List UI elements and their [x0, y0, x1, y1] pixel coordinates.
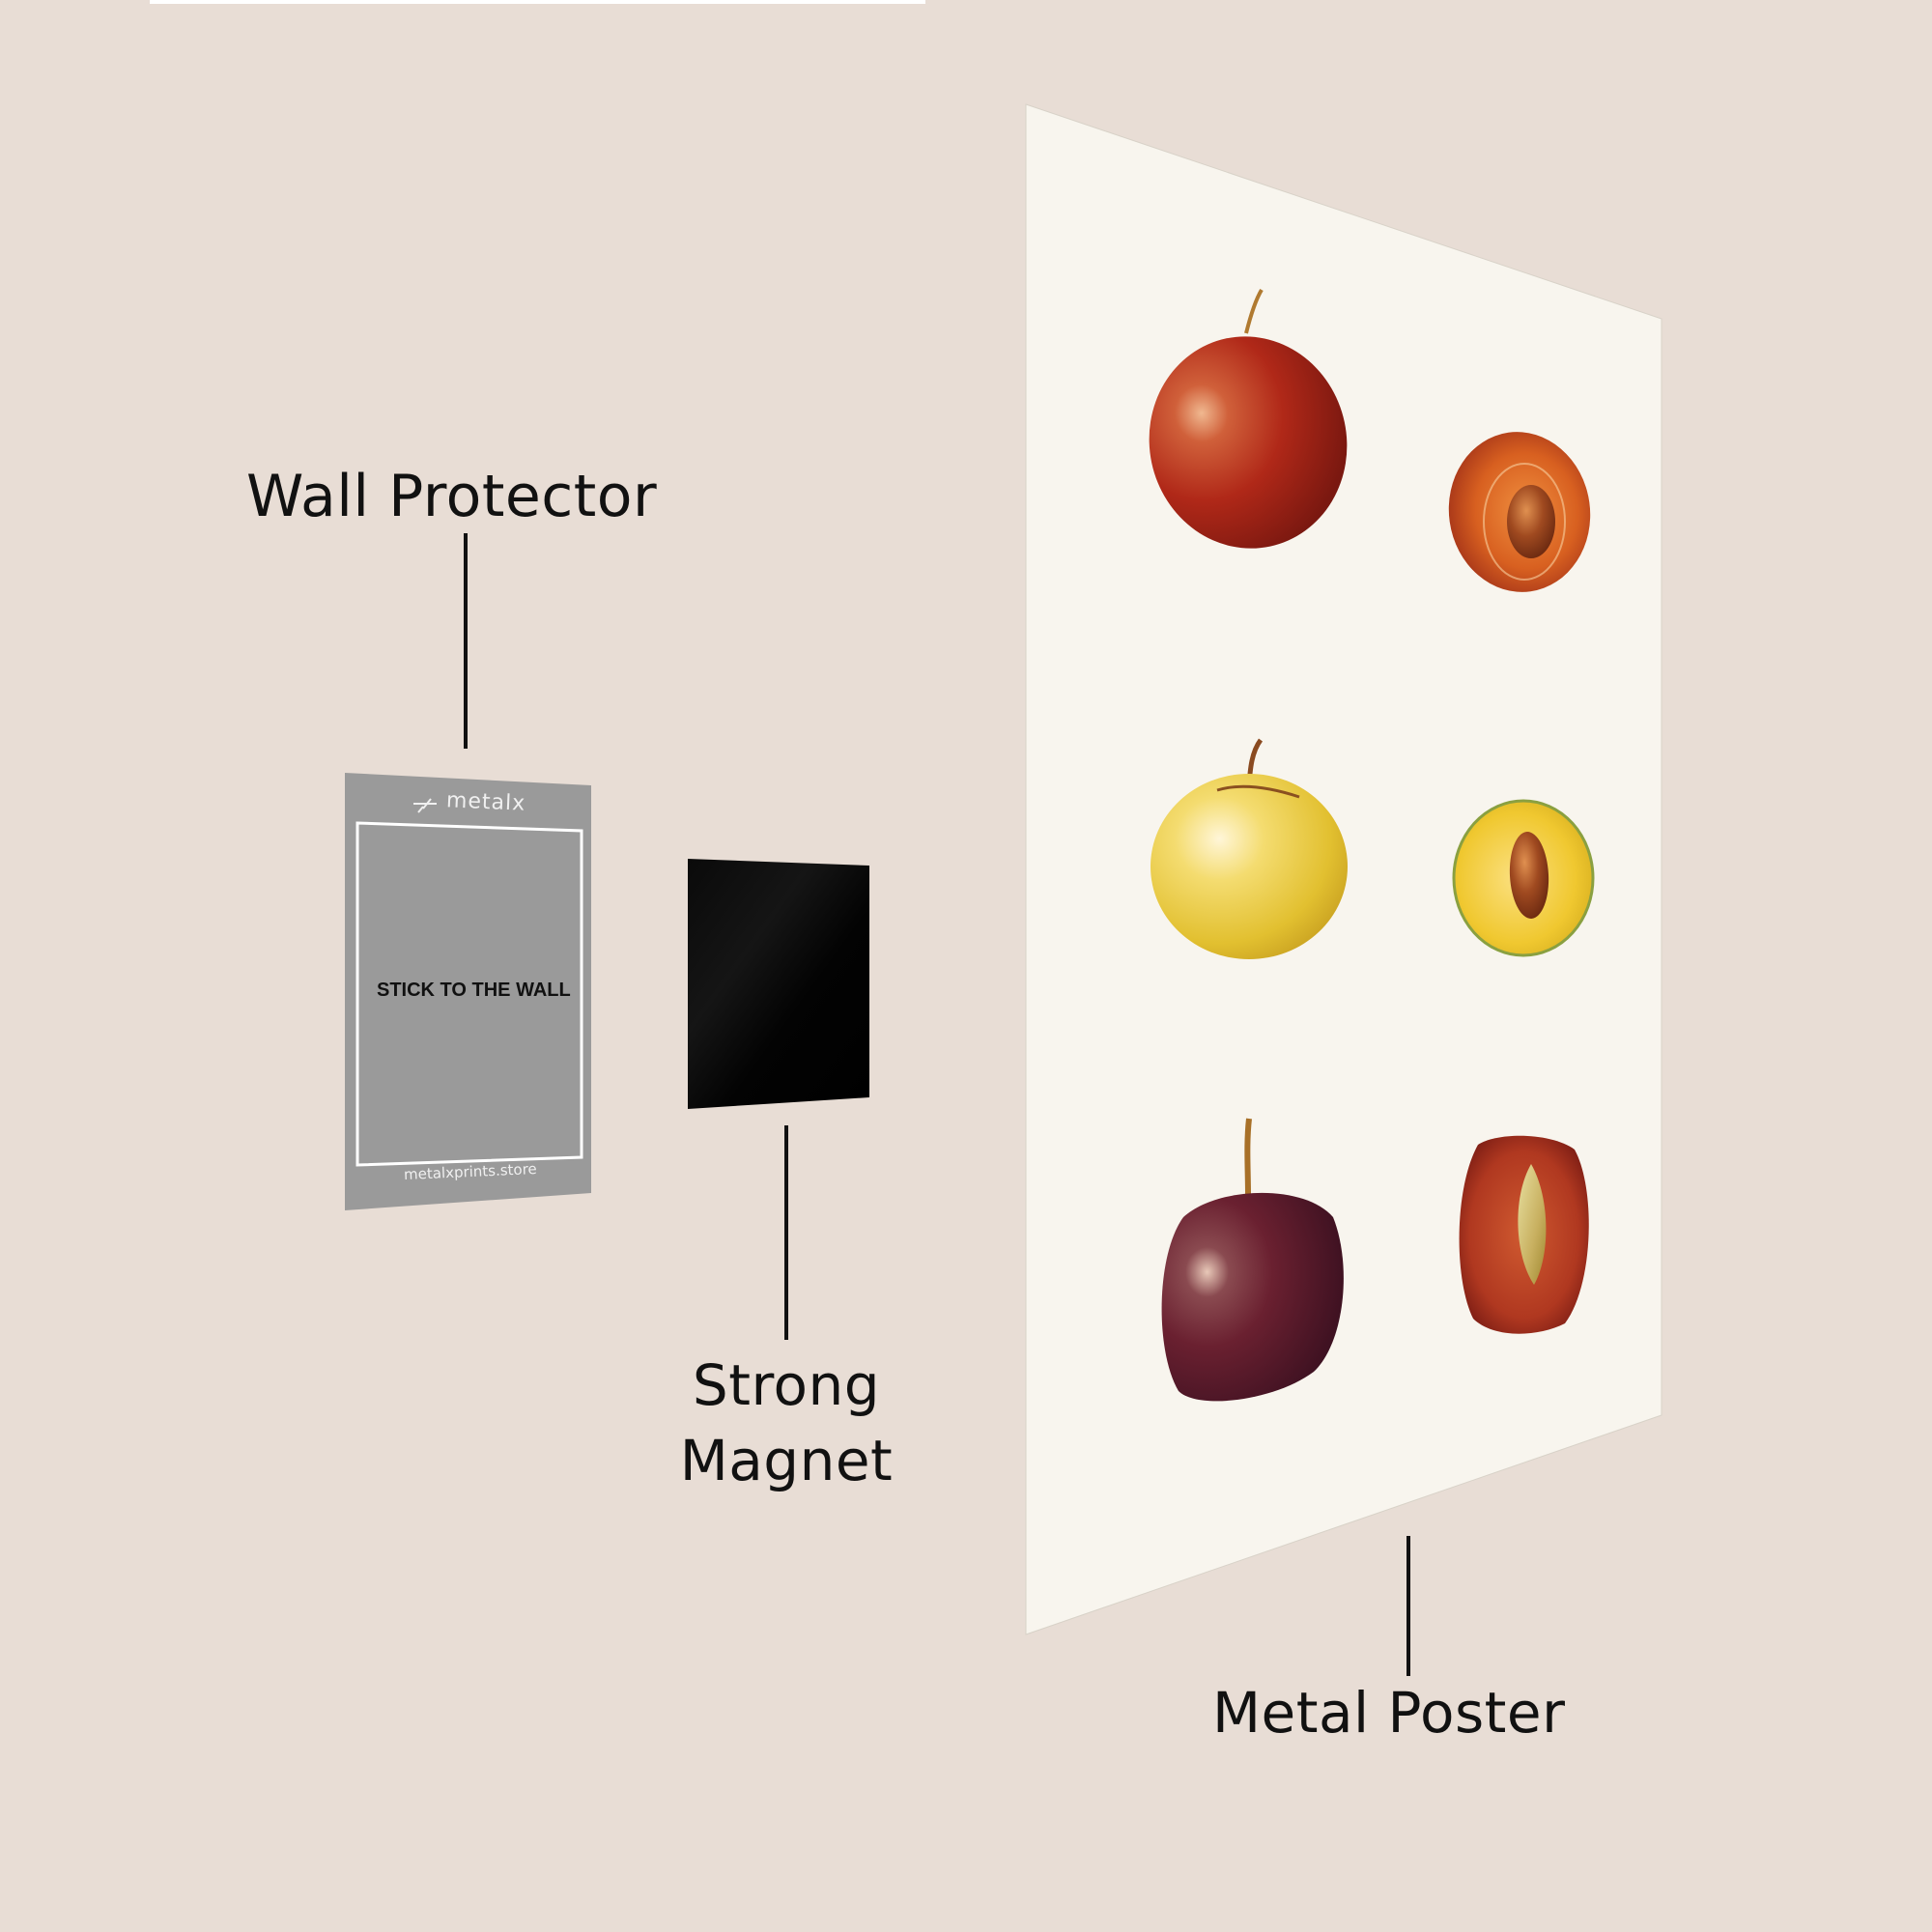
wall-protector-card: [345, 773, 591, 1210]
strong-magnet: [688, 859, 869, 1109]
strong-magnet-leader-line: [784, 1125, 788, 1340]
fruit-yellow-plum-whole: [1151, 738, 1348, 959]
metal-poster: [1025, 103, 1662, 1635]
fruit-purple-plum-half: [1459, 1135, 1589, 1334]
metal-poster-label: Metal Poster: [1212, 1680, 1566, 1746]
fruit-purple-plum-whole: [1161, 1118, 1344, 1402]
strong-magnet-label-line1: Strong: [692, 1352, 881, 1418]
metal-poster-leader-line: [1406, 1536, 1410, 1676]
fruit-yellow-plum-half: [1452, 799, 1595, 957]
metalx-logo-icon: [413, 798, 437, 813]
wall-protector-label: Wall Protector: [246, 463, 658, 530]
wall-protector-instruction: STICK TO THE WALL: [377, 980, 571, 1001]
fruit-red-plum-half: [1448, 432, 1591, 592]
strong-magnet-label-line2: Magnet: [679, 1428, 894, 1493]
top-edge-strip: [150, 0, 925, 4]
wall-protector-leader-line: [464, 533, 468, 749]
fruit-red-plum-whole: [1149, 288, 1348, 549]
wall-protector-brand: metalx: [445, 788, 526, 816]
strong-magnet-label: Strong Magnet: [641, 1348, 931, 1498]
